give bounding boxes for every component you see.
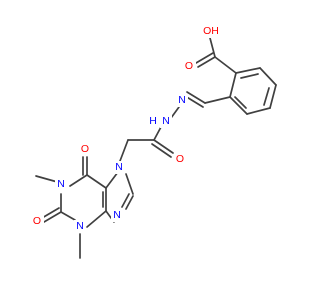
bond-c2-o-double-b	[41, 207, 60, 219]
atom-label-imine-n: N	[178, 94, 186, 106]
bond-ring-inner-3	[234, 96, 247, 109]
bond-c-o-double-b	[195, 52, 214, 64]
atom-label-layer: OH O N N H O N O N O N N	[31, 25, 221, 233]
bond-c8-n9-double-a	[125, 195, 134, 210]
atom-label-hydrazide-h: H	[149, 115, 157, 127]
bond-c8-n9-double-b	[121, 193, 130, 208]
atom-label-n3: N	[76, 220, 84, 232]
bond-c-o-double-a	[197, 56, 216, 68]
bond-ring-ch	[204, 96, 231, 104]
bond-c2-n3	[60, 211, 76, 221]
atom-label-c6-o: O	[81, 143, 89, 155]
bond-ch-n-double-a	[186, 91, 206, 104]
bond-c2-o-double-a	[43, 211, 62, 223]
bond-ring-3	[269, 84, 277, 109]
bond-c-oh	[209, 37, 216, 58]
molecule-diagram: OH O N N H O N O N O N N	[31, 25, 277, 259]
bond-layer	[35, 37, 277, 259]
bond-c5-c6	[86, 174, 107, 189]
bond-c6-n1	[69, 174, 88, 187]
atom-label-n7: N	[115, 161, 123, 173]
bond-ring-6	[229, 72, 237, 98]
atom-label-amide-o: O	[176, 153, 184, 165]
bond-ring-5	[229, 96, 248, 115]
atom-label-hydrazide-n: N	[162, 115, 170, 127]
bond-nh-c	[153, 126, 162, 141]
bond-ring-1	[235, 67, 261, 74]
bond-ring-2	[259, 67, 277, 86]
bond-c-ring	[214, 56, 237, 74]
bond-n-n	[170, 106, 180, 119]
bond-c-o-amide-a	[153, 139, 174, 154]
atom-label-carboxyl-o: O	[185, 60, 193, 72]
bond-ring-inner-1	[240, 73, 259, 79]
atom-label-n1: N	[57, 178, 65, 190]
bond-ring-inner-2	[263, 87, 270, 106]
atom-label-n9: N	[113, 209, 121, 221]
bond-n7-c8	[125, 173, 134, 195]
bond-n3-c4	[86, 210, 107, 228]
atom-label-oh: OH	[203, 25, 219, 37]
bond-n7-c5	[105, 171, 119, 189]
bond-ring-4	[246, 107, 271, 115]
atom-label-c2-o: O	[33, 215, 41, 227]
bond-c-o-amide-b	[151, 143, 172, 158]
bond-ch2-n7	[119, 139, 129, 162]
